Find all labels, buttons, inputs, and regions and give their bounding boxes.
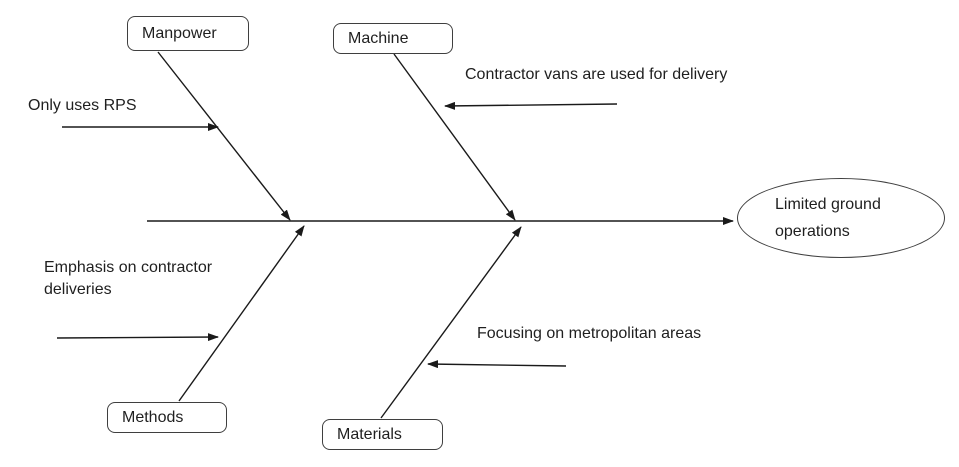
- category-box-methods: Methods: [107, 402, 227, 433]
- category-label-machine: Machine: [348, 29, 409, 47]
- category-box-machine: Machine: [333, 23, 453, 54]
- cause-arrow-machine: [444, 101, 618, 110]
- category-label-materials: Materials: [337, 425, 402, 443]
- machine-bone: [393, 53, 516, 221]
- cause-label-materials: Focusing on metropolitan areas: [477, 325, 702, 342]
- cause-arrow-methods: [56, 333, 219, 342]
- category-label-methods: Methods: [122, 408, 184, 426]
- materials-bone: [380, 226, 522, 419]
- methods-bone: [178, 225, 305, 402]
- manpower-bone: [157, 51, 291, 221]
- cause-label-methods: Emphasis on contractor deliveries: [44, 259, 213, 298]
- cause-label-machine: Contractor vans are used for delivery: [465, 66, 728, 83]
- effect-label: Limited ground operations: [775, 196, 881, 240]
- category-box-materials: Materials: [322, 419, 443, 450]
- effect-ellipse: Limited ground operations: [737, 178, 945, 258]
- category-label-manpower: Manpower: [142, 24, 217, 42]
- category-box-manpower: Manpower: [127, 16, 249, 51]
- cause-arrow-materials: [427, 360, 567, 369]
- cause-label-manpower: Only uses RPS: [28, 97, 137, 114]
